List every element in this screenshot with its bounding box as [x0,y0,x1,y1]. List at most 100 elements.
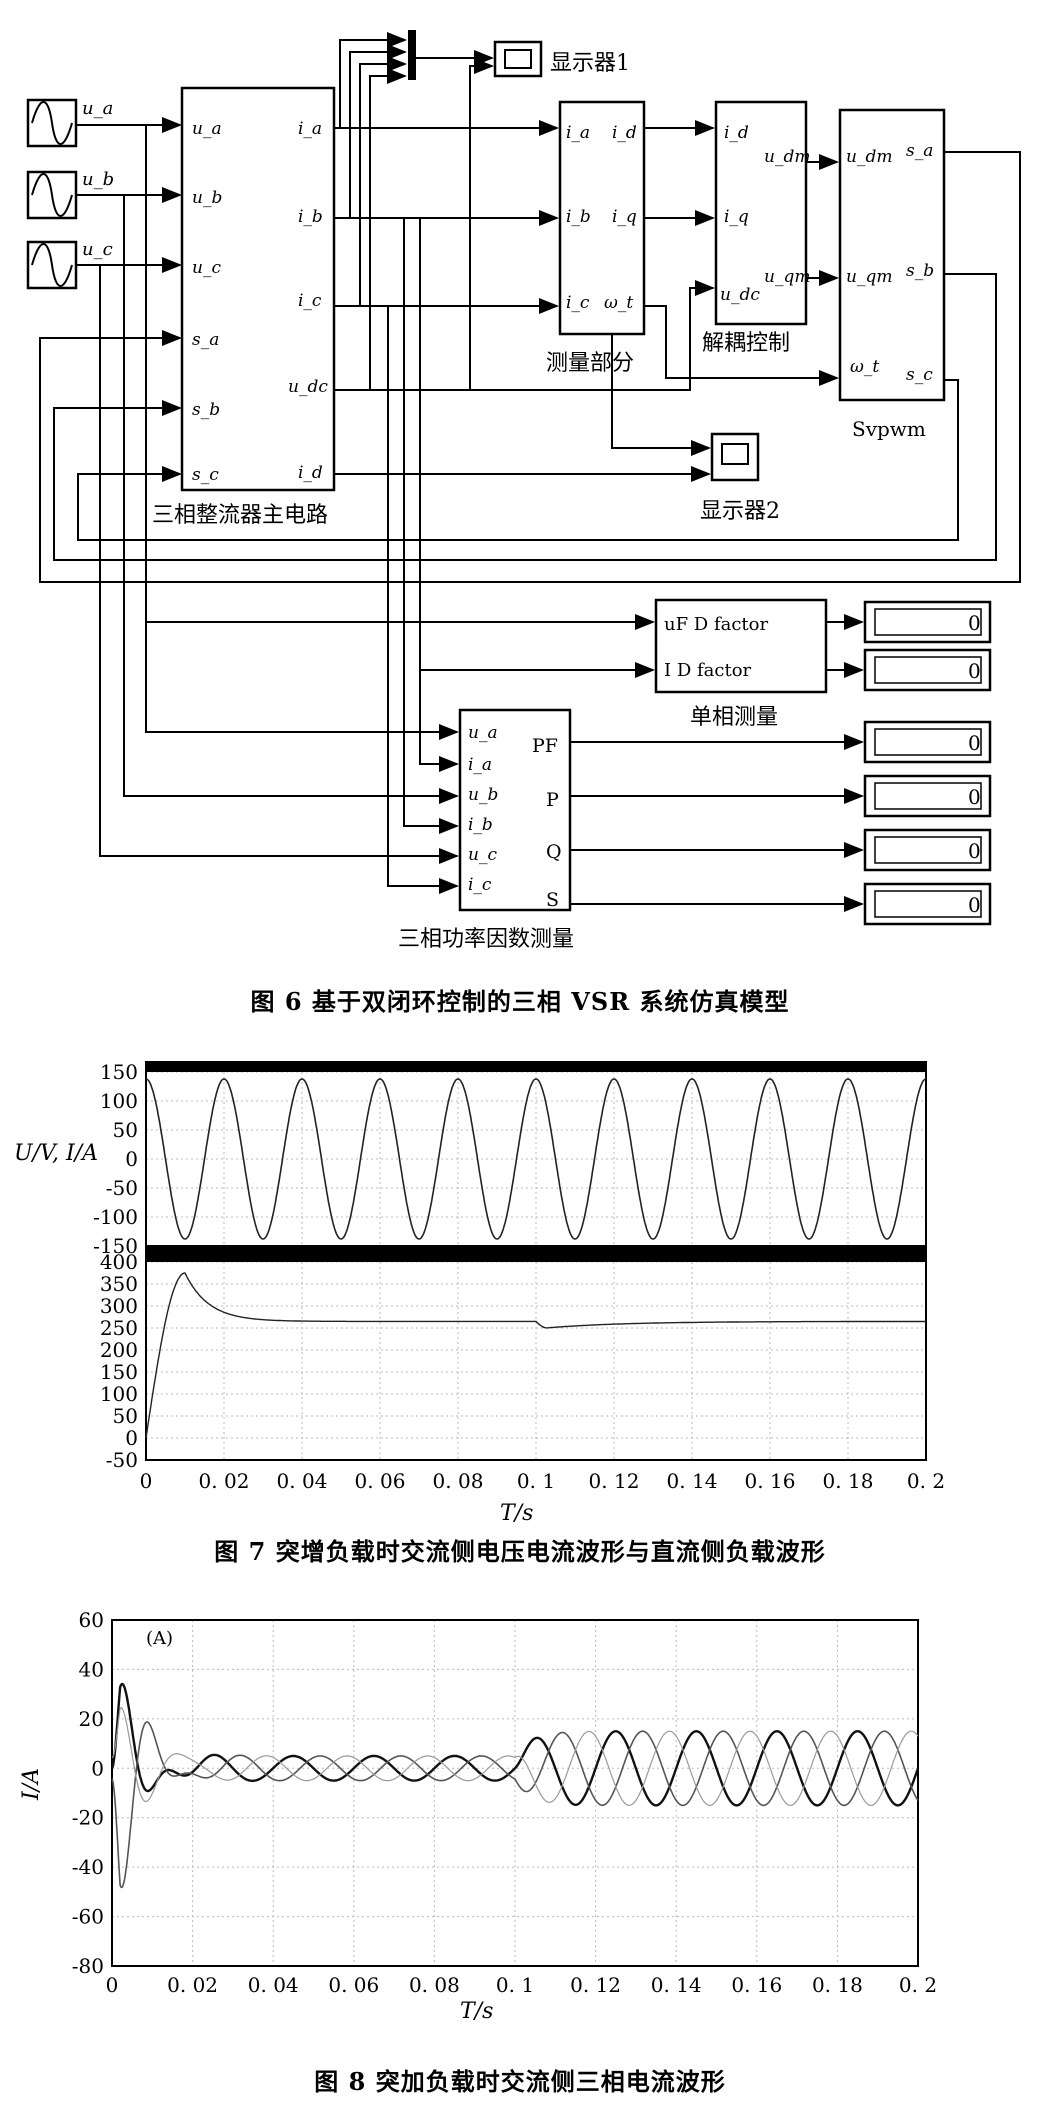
tp-out-p: P [546,789,559,811]
tp-in-ic: i_c [468,875,492,895]
f7-ytick-bottom: 150 [100,1360,138,1384]
tp-in-ia: i_a [468,755,492,775]
f7-xlabel: T/s [500,1501,533,1526]
f7-ytick-bottom: 0 [125,1426,138,1450]
f8-xtick: 0. 02 [167,1973,218,1997]
f7-xtick: 0. 18 [823,1469,874,1493]
single-phase-row2: I D factor [664,660,752,681]
display-value: 0 [968,839,981,863]
main-in-ub: u_b [192,188,222,208]
source-label-ua: u_a [82,98,113,119]
tp-out-pf: PF [532,735,558,757]
tp-in-uc: u_c [468,845,497,865]
main-in-ua: u_a [192,119,222,139]
decouple-in-udc: u_dc [720,285,760,305]
f7-ylabel: U/V, I/A [14,1141,98,1166]
f7-mid-bar [146,1246,926,1262]
scope2[interactable] [710,432,760,482]
f7-top-bar [146,1062,926,1072]
measure-in-ib: i_b [566,207,591,227]
f8-ytick: -60 [72,1905,104,1929]
f8-ytick: 0 [91,1756,104,1780]
main-circuit-label: 三相整流器主电路 [152,503,328,528]
display-value: 0 [968,611,981,635]
f8-xtick: 0. 06 [328,1973,379,1997]
main-out-udc: u_dc [288,377,328,397]
figure6-caption: 图 6 基于双闭环控制的三相 VSR 系统仿真模型 [250,987,790,1016]
display-value: 0 [968,659,981,683]
f8-phase-current-3 [111,1707,919,1807]
main-in-sc: s_c [192,465,219,485]
display-6: 0 [863,882,992,926]
f7-ytick-bottom: 50 [113,1404,138,1428]
f7-xtick: 0. 14 [667,1469,718,1493]
three-phase-label: 三相功率因数测量 [398,927,574,952]
f7-dc-waveform [145,1272,926,1439]
display-value: 0 [968,893,981,917]
f8-ytick: -80 [72,1954,104,1978]
decouple-in-id: i_d [724,123,749,143]
source-ua[interactable] [26,98,78,148]
source-ub[interactable] [26,170,78,220]
source-uc[interactable] [26,240,78,290]
display-3: 0 [863,720,992,764]
decouple-block[interactable] [714,100,808,326]
tp-in-ib: i_b [468,815,493,835]
f8-xtick: 0. 1 [496,1973,534,1997]
measure-label: 测量部分 [546,351,634,376]
svpwm-block[interactable] [838,108,946,402]
main-in-uc: u_c [192,258,221,278]
single-phase-block[interactable] [654,598,828,694]
svpwm-in-uqm: u_qm [846,267,892,287]
f7-ytick-top: -100 [93,1205,138,1229]
display-1: 0 [863,600,992,644]
main-circuit-block[interactable] [180,86,336,492]
main-in-sa: s_a [192,330,219,350]
f8-ytick: 40 [79,1657,104,1681]
display-value: 0 [968,731,981,755]
f8-xtick: 0. 12 [570,1973,621,1997]
display-4: 0 [863,774,992,818]
display-5: 0 [863,828,992,872]
f8-xtick: 0. 2 [899,1973,937,1997]
f7-ytick-bottom: 100 [100,1382,138,1406]
f8-annotation: (A) [146,1628,173,1649]
tp-in-ub: u_b [468,785,498,805]
figure7-caption: 图 7 突增负载时交流侧电压电流波形与直流侧负载波形 [214,1537,826,1566]
f7-ytick-bottom: 200 [100,1338,138,1362]
display-2: 0 [863,648,992,692]
measure-in-ia: i_a [566,123,590,143]
decouple-out-uqm: u_qm [764,267,810,287]
f8-xtick: 0. 04 [248,1973,299,1997]
display-value: 0 [968,785,981,809]
three-phase-block[interactable] [458,708,572,912]
f8-phase-current-1 [110,1682,920,1807]
f7-ytick-bottom: 350 [100,1272,138,1296]
f7-ytick-top: -150 [93,1234,138,1258]
main-in-sb: s_b [192,400,220,420]
f8-xtick: 0. 14 [651,1973,702,1997]
f7-ytick-bottom: 300 [100,1294,138,1318]
source-label-ub: u_b [82,169,114,190]
measure-out-wt: ω_t [604,293,633,313]
f8-xlabel: T/s [460,1999,493,2024]
scope2-label: 显示器2 [700,499,780,524]
mux-bar [408,30,416,80]
f7-ac-waveform [145,1078,927,1240]
tp-in-ua: u_a [468,723,498,743]
decouple-label: 解耦控制 [702,331,790,356]
f8-xtick: 0. 08 [409,1973,460,1997]
decouple-out-udm: u_dm [764,147,810,167]
f7-ytick-bottom: -50 [106,1448,138,1472]
source-label-uc: u_c [82,239,113,260]
svpwm-in-udm: u_dm [846,147,892,167]
measure-out-id: i_d [612,123,637,143]
f7-xtick: 0. 1 [517,1469,555,1493]
f8-panel [111,1619,919,1967]
f7-ytick-top: 50 [113,1118,138,1142]
f8-xtick: 0 [106,1973,119,1997]
f7-xtick: 0. 08 [433,1469,484,1493]
scope1[interactable] [493,40,543,78]
